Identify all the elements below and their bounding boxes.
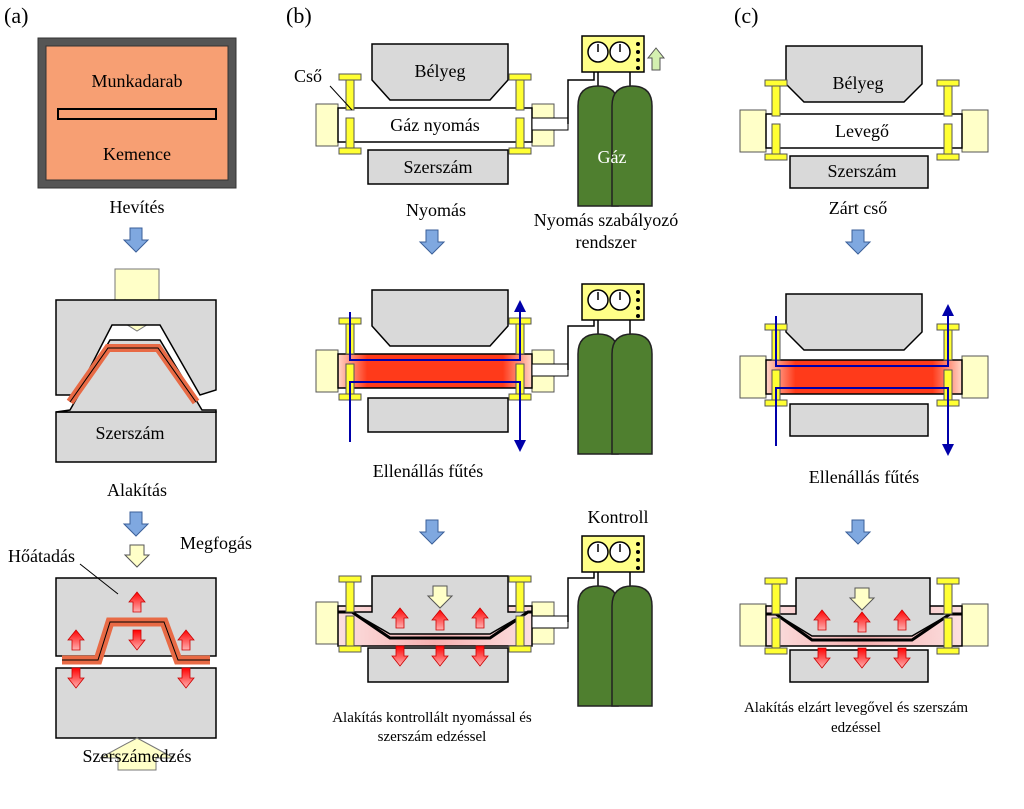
flow-arrow-c2: [845, 519, 871, 545]
label-punch-b: Bélyeg: [415, 61, 466, 81]
quench-press: [55, 577, 217, 739]
clamp-arrow-bottom: [99, 737, 175, 771]
gas-system-1: [567, 35, 666, 207]
leader-tube: [329, 85, 353, 111]
panel-c-tag: (c): [734, 3, 758, 28]
leader-heat-transfer: [79, 563, 119, 595]
b2-assembly: [315, 289, 569, 452]
label-regulator-2: rendszer: [576, 232, 637, 252]
label-workpiece: Munkadarab: [92, 71, 183, 91]
c2-assembly: [739, 293, 989, 456]
gas-system-2: [567, 283, 653, 455]
label-punch-c: Bélyeg: [833, 73, 884, 93]
panel-b-tag: (b): [286, 3, 312, 28]
flow-arrow-a1: [123, 227, 149, 253]
flow-arrow-b1: [419, 229, 445, 255]
label-heat-transfer: Hőátadás: [8, 546, 75, 566]
label-resistance-heating-c: Ellenállás fűtés: [809, 467, 919, 487]
label-die-b: Szerszám: [404, 157, 473, 177]
label-clamping: Megfogás: [180, 533, 252, 553]
label-air: Levegő: [835, 121, 889, 141]
label-furnace: Kemence: [103, 144, 171, 164]
forming-press: [55, 268, 217, 463]
label-closed-tube: Zárt cső: [829, 198, 887, 218]
clamp-arrow-top: [124, 544, 150, 568]
gas-system-3: [567, 535, 653, 707]
flow-arrow-b2: [419, 519, 445, 545]
b1-assembly: [315, 43, 569, 185]
label-die-a: Szerszám: [96, 423, 165, 443]
label-resistance-heating-b: Ellenállás fűtés: [373, 461, 483, 481]
label-regulator-1: Nyomás szabályozó: [534, 210, 678, 230]
c1-assembly: [739, 45, 989, 189]
label-tube: Cső: [294, 66, 322, 86]
label-die-quenching: Szerszámedzés: [83, 746, 192, 766]
flow-arrow-c1: [845, 229, 871, 255]
furnace: [37, 37, 237, 189]
workpiece-blank: [57, 108, 217, 120]
label-result-b-1: Alakítás kontrollált nyomással és: [332, 710, 532, 726]
label-result-b-2: szerszám edzéssel: [378, 729, 487, 745]
panel-a-tag: (a): [4, 3, 28, 28]
label-heating: Hevítés: [110, 197, 165, 217]
label-gas: Gáz: [598, 147, 627, 167]
label-result-c-2: edzéssel: [831, 720, 881, 736]
label-gas-pressure: Gáz nyomás: [390, 115, 479, 135]
flow-arrow-a2: [123, 511, 149, 537]
label-forming: Alakítás: [107, 480, 167, 500]
label-result-c-1: Alakítás elzárt levegővel és szerszám: [744, 700, 968, 716]
label-pressure: Nyomás: [406, 200, 466, 220]
label-control: Kontroll: [588, 507, 649, 527]
label-die-c: Szerszám: [828, 161, 897, 181]
